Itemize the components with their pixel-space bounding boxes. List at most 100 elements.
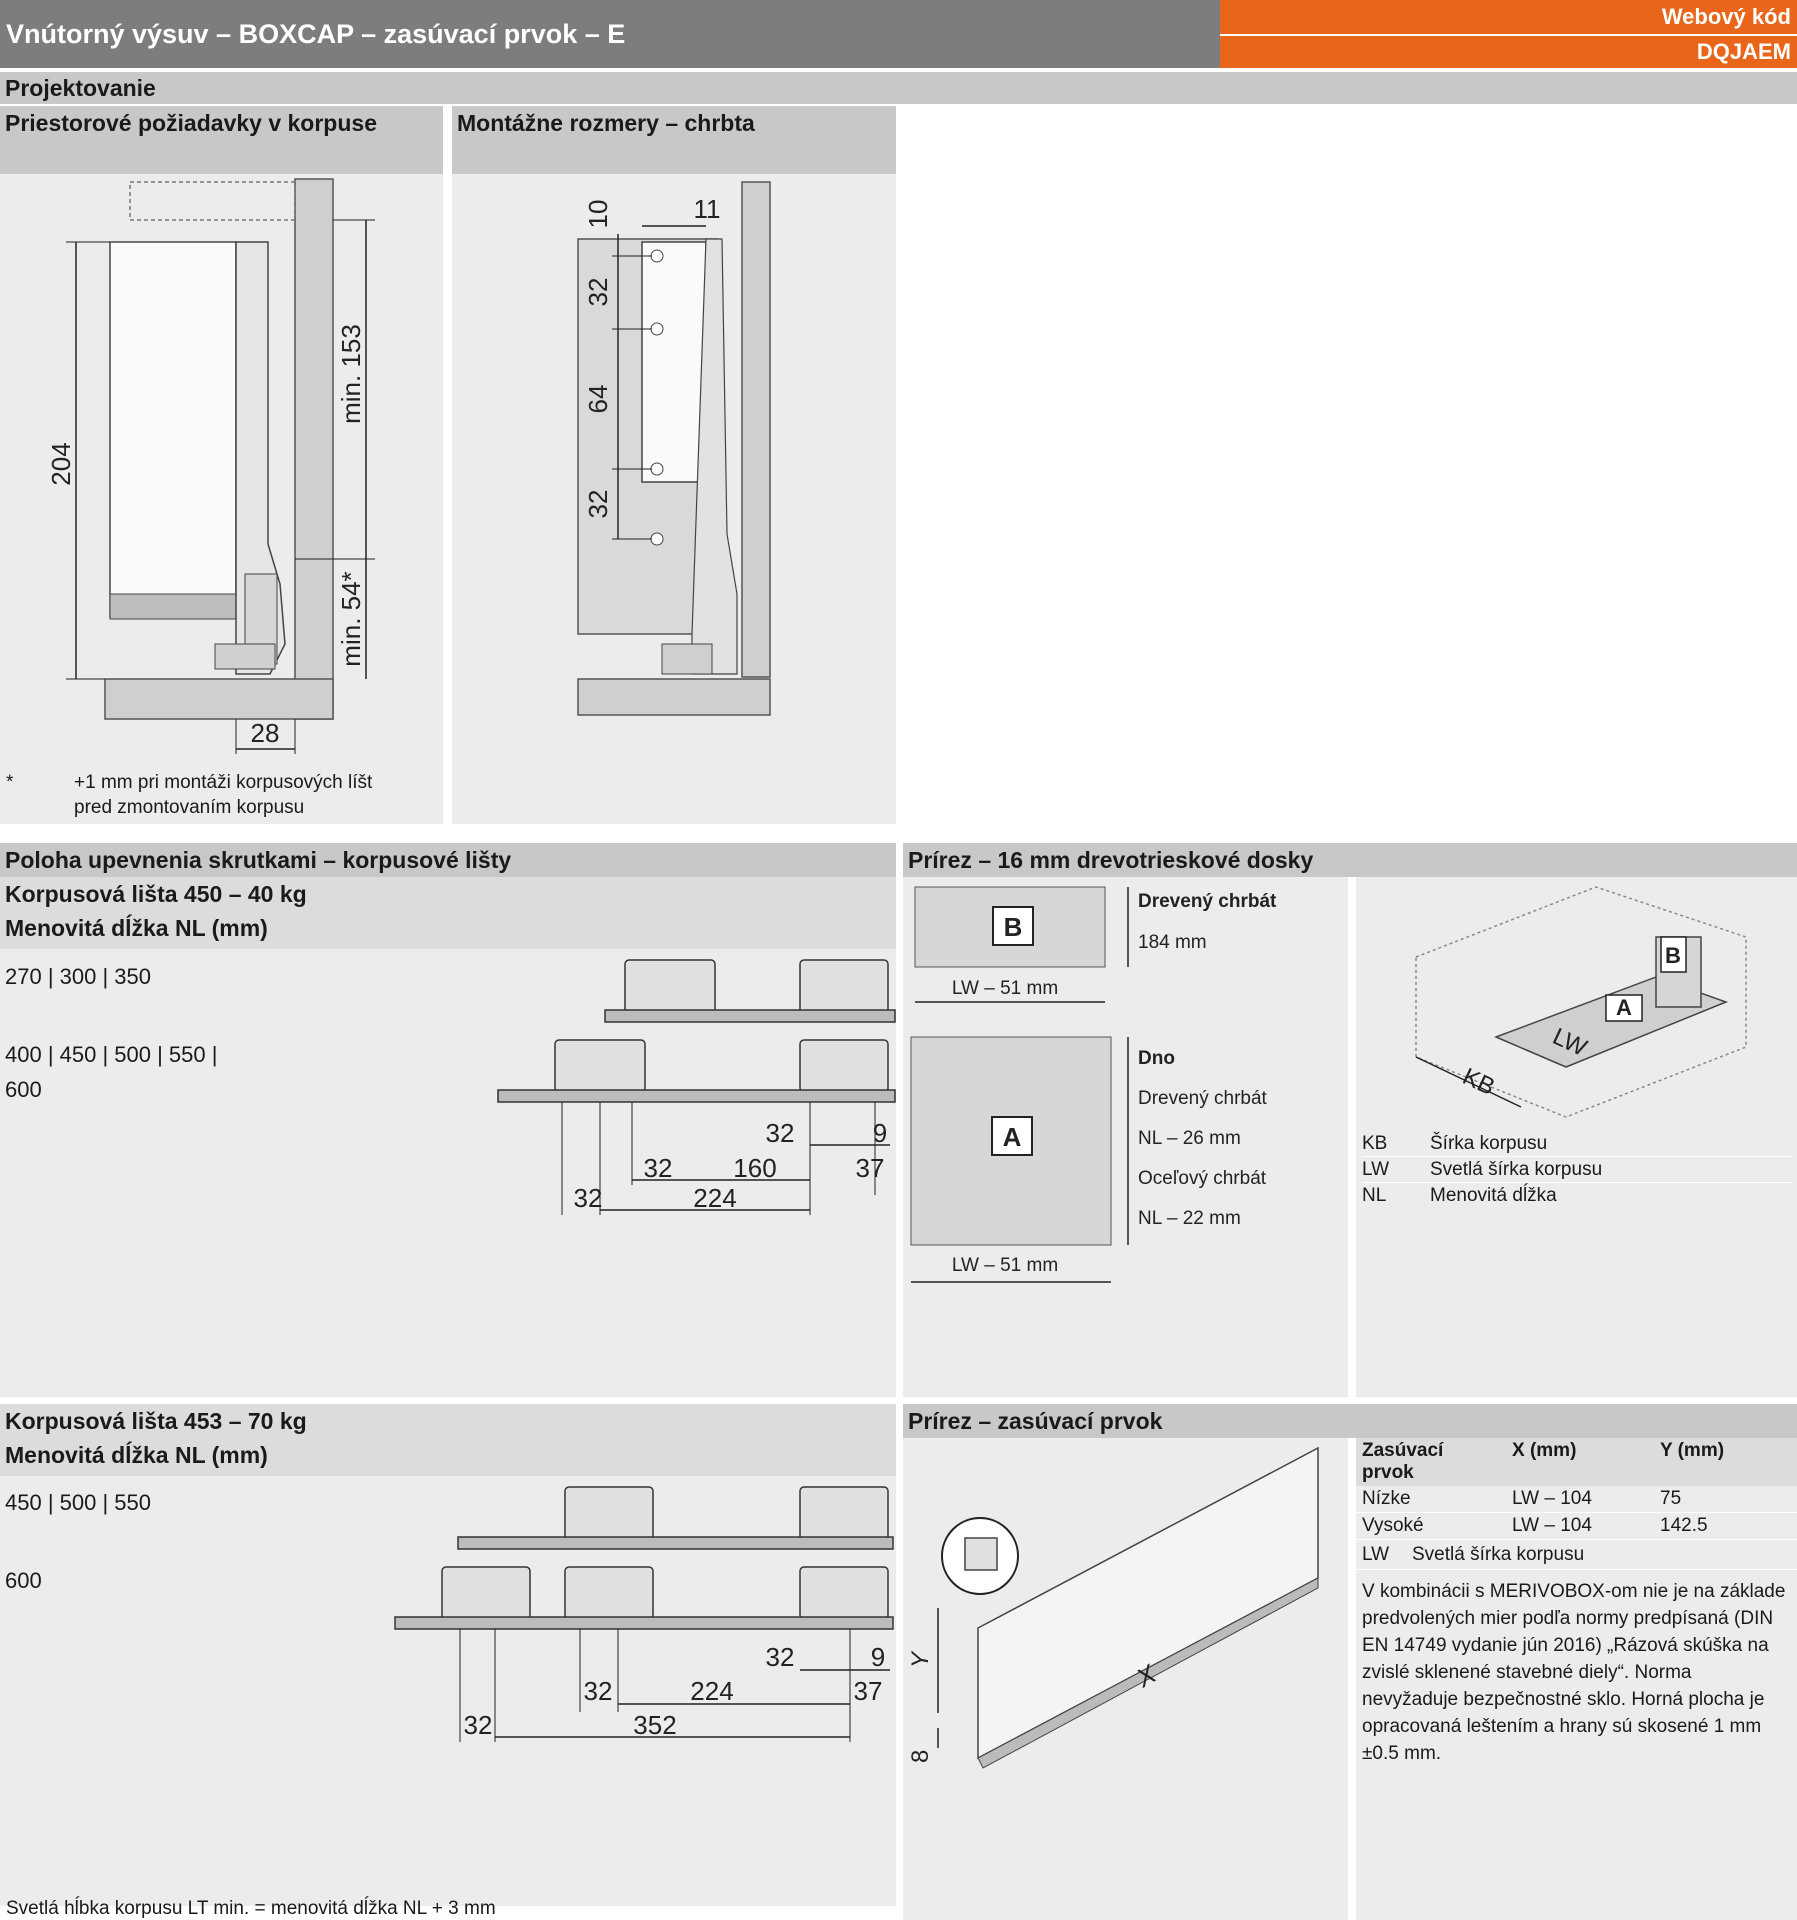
subhead-lista-453: Korpusová lišta 453 – 70 kg Menovitá dĺž… [0, 1404, 896, 1476]
iso-b: B [1665, 943, 1681, 968]
dim-160: 160 [733, 1153, 776, 1183]
legend-row-nl: NL Menovitá dĺžka [1362, 1183, 1792, 1208]
section-poloha: Poloha upevnenia skrutkami – korpusové l… [0, 843, 896, 877]
cell-vysoke-x: LW – 104 [1506, 1512, 1654, 1540]
dim-32-a: 32 [766, 1118, 795, 1148]
b-letter: B [1004, 912, 1023, 942]
legend-abbr-nl: NL [1362, 1185, 1387, 1206]
dim-32-top: 32 [583, 278, 613, 307]
cell-nizke-x: LW – 104 [1506, 1486, 1654, 1513]
footnote-line2: pred zmontovaním korpusu [74, 797, 305, 818]
zasuvaci-drawing: Y X 8 [907, 1446, 1319, 1769]
iso-drawing: B A LW KB [1415, 886, 1747, 1118]
footnote-mark: * [6, 772, 14, 793]
section-poloha-title: Poloha upevnenia skrutkami – korpusové l… [5, 846, 512, 873]
legend-text-kb: Šírka korpusu [1430, 1133, 1548, 1154]
th-prvok: Zasúvací prvok [1356, 1438, 1506, 1486]
cell-vysoke: Vysoké [1356, 1512, 1506, 1540]
dim-32-bottom: 32 [583, 490, 613, 519]
webcode-label: Webový kód [1661, 4, 1791, 29]
th-y: Y (mm) [1654, 1438, 1797, 1486]
priestorove-drawing: 204 min. 153 min. 54* 28 [46, 178, 375, 754]
iso-legend: KB Šírka korpusu LW Svetlá šírka korpusu… [1362, 1131, 1792, 1208]
section-projektovanie: Projektovanie [0, 72, 1797, 104]
dim-224-b: 224 [690, 1676, 733, 1706]
section-projektovanie-title: Projektovanie [5, 74, 156, 101]
webcode-value[interactable]: DQJAEM [1696, 39, 1791, 64]
dim-11: 11 [694, 194, 721, 224]
section-prirez-16mm-title: Prírez – 16 mm drevotrieskové dosky [908, 846, 1314, 873]
dim-min-153: min. 153 [336, 324, 366, 424]
subhead-lista-450: Korpusová lišta 450 – 40 kg Menovitá dĺž… [0, 877, 896, 949]
lista-450-title: Korpusová lišta 450 – 40 kg [5, 881, 307, 907]
lw-abbr: LW [1362, 1544, 1390, 1565]
table-row: Nízke LW – 104 75 [1356, 1486, 1797, 1513]
lista-453-nl: Menovitá dĺžka NL (mm) [5, 1442, 268, 1468]
dim-204: 204 [46, 442, 76, 485]
subsection-priestorove: Priestorové požiadavky v korpuse [0, 106, 443, 174]
dim-352: 352 [633, 1710, 676, 1740]
footnote: * +1 mm pri montáži korpusových líšt pre… [6, 770, 436, 820]
cell-nizke-y: 75 [1654, 1486, 1797, 1513]
row-600-a: 600 [5, 1077, 42, 1102]
b-width: LW – 51 mm [952, 978, 1058, 999]
montazne-title: Montážne rozmery – chrbta [457, 110, 755, 136]
a-row-0: Drevený chrbát [1138, 1088, 1268, 1109]
b-label: Drevený chrbát [1138, 891, 1277, 912]
cell-vysoke-y: 142.5 [1654, 1512, 1797, 1540]
a-row-3: NL – 22 mm [1138, 1208, 1241, 1229]
iso-a: A [1616, 995, 1632, 1020]
lista-453-title: Korpusová lišta 453 – 70 kg [5, 1408, 307, 1434]
a-letter: A [1003, 1122, 1022, 1152]
zasuvaci-table: Zasúvací prvok X (mm) Y (mm) Nízke LW – … [1356, 1438, 1797, 1775]
prirez-ab-drawing: B LW – 51 mm Drevený chrbát 184 mm A LW … [910, 886, 1277, 1283]
merivobox-note: V kombinácii s MERIVOBOX-om nie je na zá… [1362, 1581, 1786, 1764]
panel-lista-450 [0, 949, 896, 1397]
th-x: X (mm) [1506, 1438, 1654, 1486]
table-row: Vysoké LW – 104 142.5 [1356, 1512, 1797, 1540]
section-prirez-16mm: Prírez – 16 mm drevotrieskové dosky [903, 843, 1797, 877]
row-400-550: 400 | 450 | 500 | 550 | [5, 1042, 218, 1067]
lw-legend: LW Svetlá šírka korpusu [1356, 1540, 1797, 1570]
lw-text: Svetlá šírka korpusu [1412, 1544, 1585, 1565]
iso-kb: KB [1458, 1063, 1498, 1101]
footer-note: Svetlá hĺbka korpusu LT min. = menovitá … [6, 1898, 496, 1919]
page-header: Vnútorný výsuv – BOXCAP – zasúvací prvok… [0, 0, 1220, 68]
dim-224-a: 224 [693, 1183, 736, 1213]
cell-nizke: Nízke [1356, 1486, 1506, 1513]
legend-row-lw: LW Svetlá šírka korpusu [1362, 1157, 1792, 1183]
page-title: Vnútorný výsuv – BOXCAP – zasúvací prvok… [6, 18, 626, 49]
section-prirez-zasuvaci-title: Prírez – zasúvací prvok [908, 1407, 1163, 1434]
a-width: LW – 51 mm [952, 1255, 1058, 1276]
a-label: Dno [1138, 1048, 1175, 1069]
dim-9-b: 9 [871, 1642, 885, 1672]
legend-abbr-kb: KB [1362, 1133, 1388, 1154]
dim-10: 10 [583, 200, 613, 229]
a-row-1: NL – 26 mm [1138, 1128, 1241, 1149]
dim-37-b: 37 [854, 1676, 883, 1706]
row-270-350: 270 | 300 | 350 [5, 964, 151, 989]
webcode-label-box: Webový kód [1220, 0, 1797, 34]
dim-32-b: 32 [644, 1153, 673, 1183]
legend-abbr-lw: LW [1362, 1159, 1390, 1180]
dim-min-54: min. 54* [336, 571, 366, 666]
label-y: Y [907, 1650, 934, 1668]
lista-453-drawing: 32 9 32 224 37 32 352 [394, 1486, 894, 1742]
panel-iso [1356, 877, 1797, 1397]
section-prirez-zasuvaci: Prírez – zasúvací prvok [903, 1404, 1797, 1438]
label-8: 8 [907, 1750, 934, 1763]
dim-32-f: 32 [464, 1710, 493, 1740]
a-row-2: Oceľový chrbát [1138, 1168, 1267, 1189]
dim-32-e: 32 [584, 1676, 613, 1706]
dim-28: 28 [251, 718, 280, 748]
webcode-value-box[interactable]: DQJAEM [1220, 36, 1797, 68]
dim-64: 64 [583, 385, 613, 414]
row-600-b: 600 [5, 1568, 42, 1593]
legend-text-lw: Svetlá šírka korpusu [1430, 1159, 1603, 1180]
subsection-montazne: Montážne rozmery – chrbta [452, 106, 896, 174]
footnote-line1: +1 mm pri montáži korpusových líšt [74, 772, 373, 793]
legend-row-kb: KB Šírka korpusu [1362, 1131, 1792, 1157]
b-height: 184 mm [1138, 932, 1207, 953]
dim-37-a: 37 [856, 1153, 885, 1183]
montazne-drawing: 10 11 32 64 32 [577, 181, 771, 716]
